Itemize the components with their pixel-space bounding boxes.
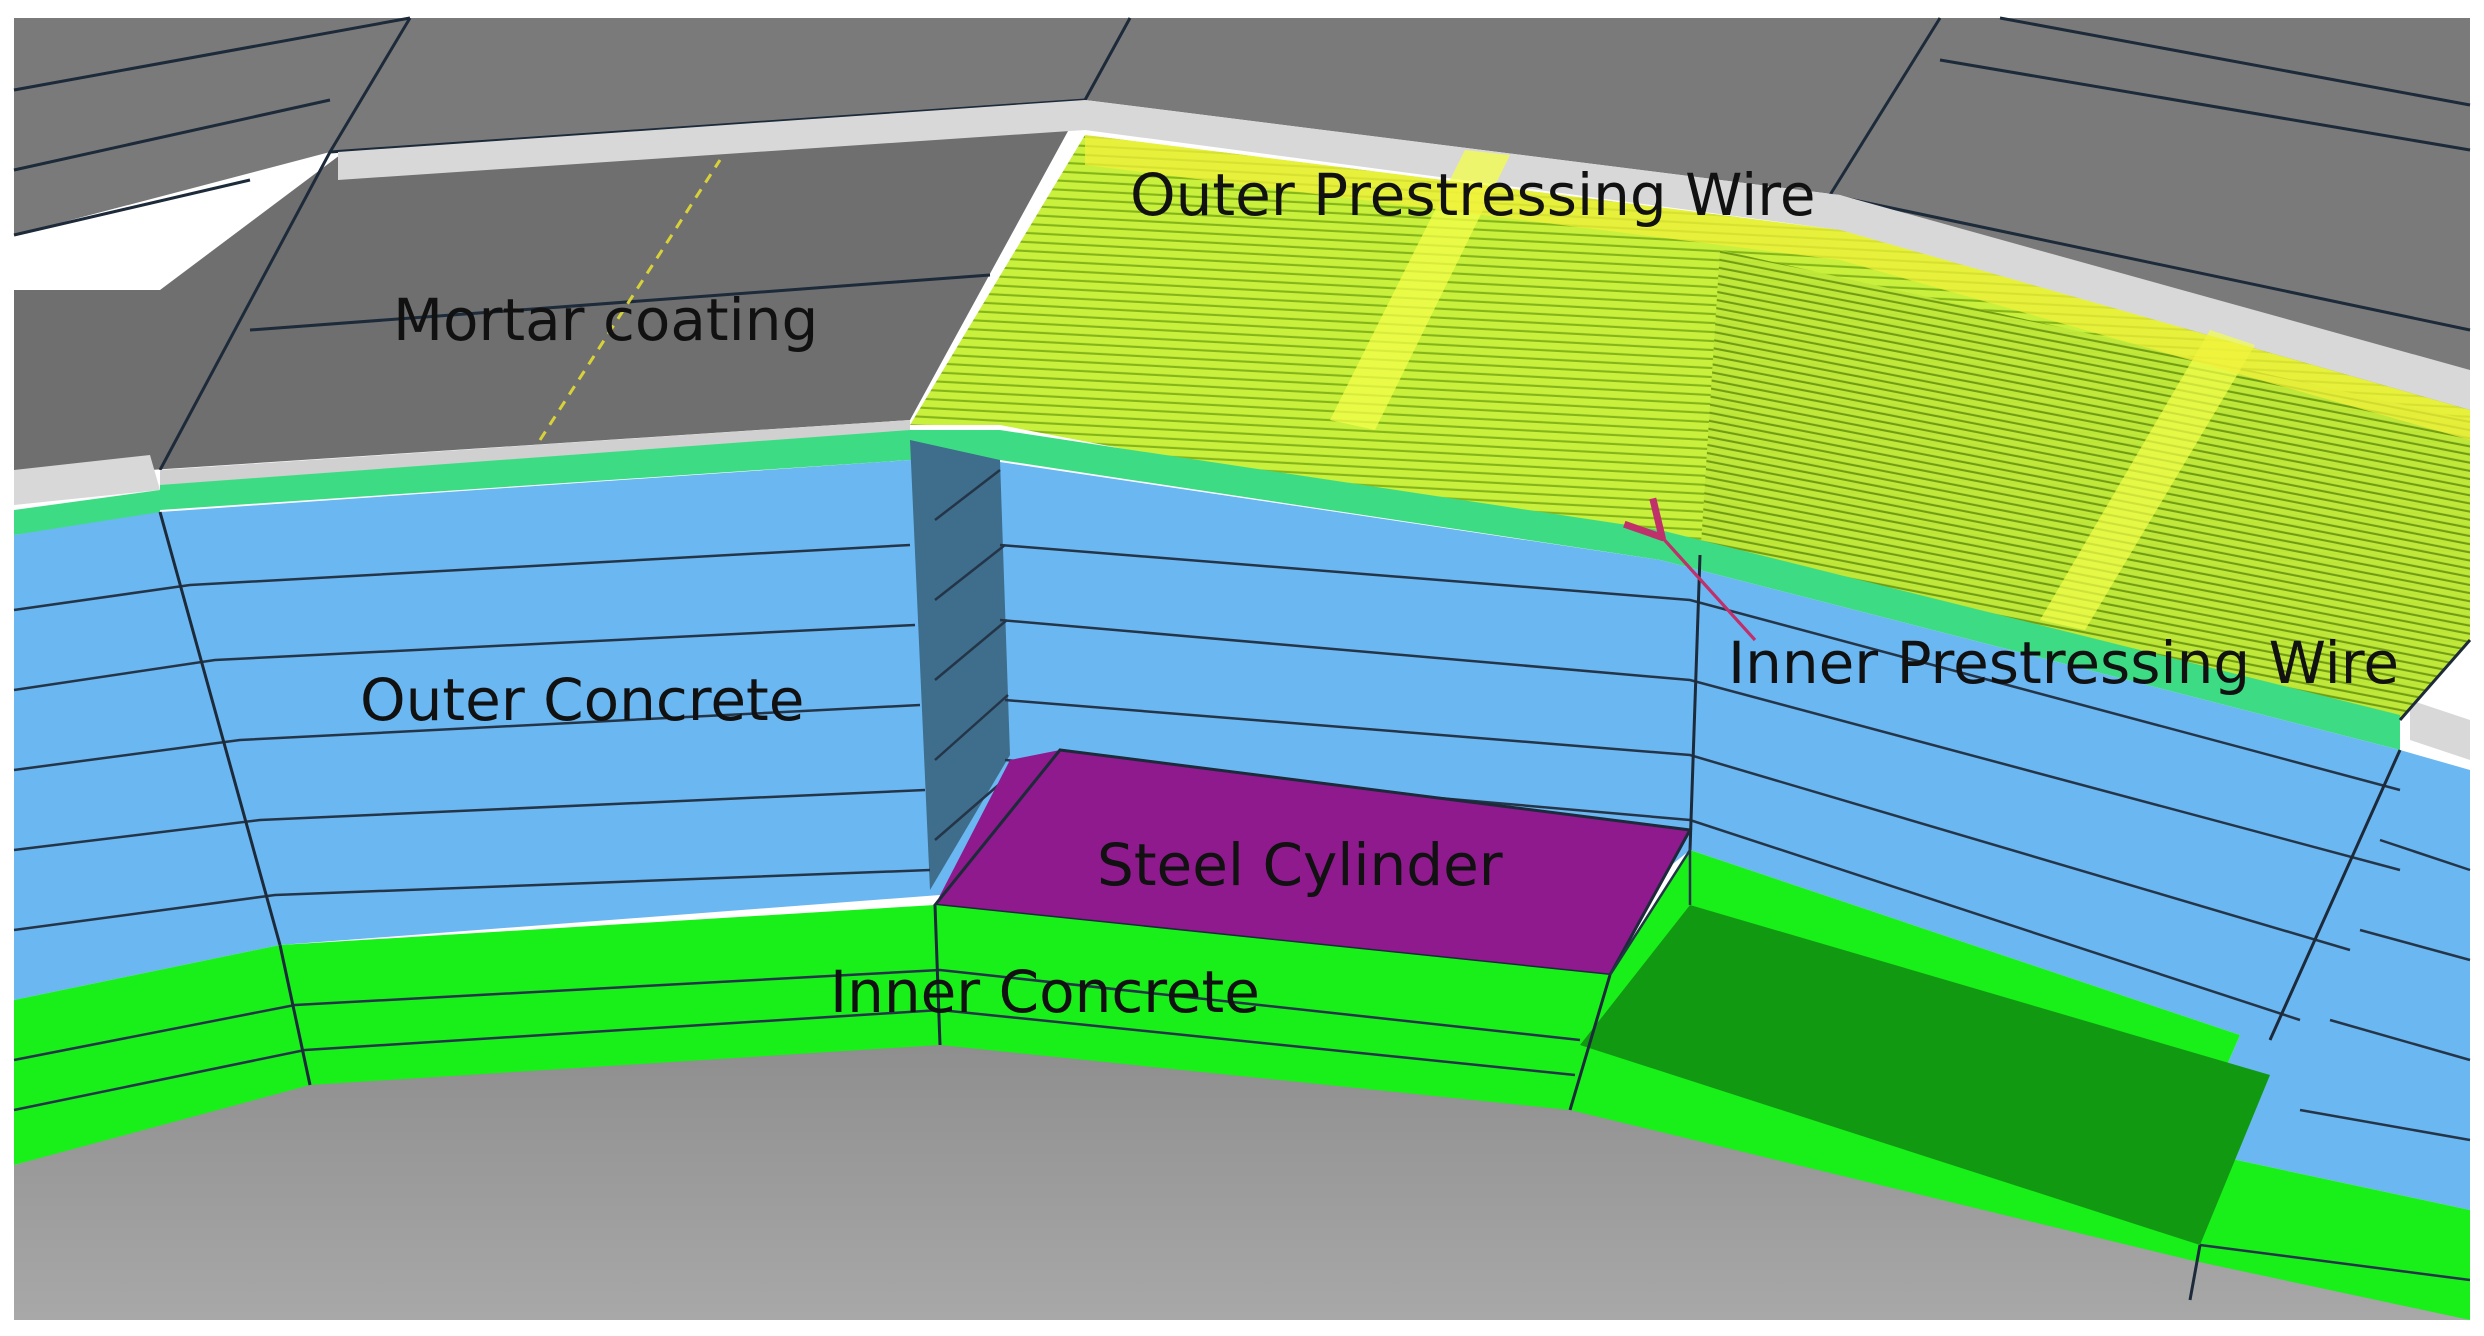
label-inner-prestressing-wire: Inner Prestressing Wire: [1728, 629, 2399, 697]
label-inner-concrete: Inner Concrete: [830, 958, 1260, 1026]
label-steel-cylinder: Steel Cylinder: [1097, 831, 1503, 899]
inner-concrete-cut-face: [1580, 905, 2270, 1245]
outer-concrete-cut-face: [910, 440, 1010, 890]
label-mortar-coating: Mortar coating: [393, 286, 818, 354]
inner-prestressing-wire-arrow: [1660, 535, 1757, 642]
label-outer-prestressing-wire: Outer Prestressing Wire: [1130, 161, 1816, 229]
inner-prestressing-wire: [160, 430, 2400, 750]
label-outer-concrete: Outer Concrete: [360, 666, 804, 734]
pipe-bore: [14, 1040, 2470, 1320]
